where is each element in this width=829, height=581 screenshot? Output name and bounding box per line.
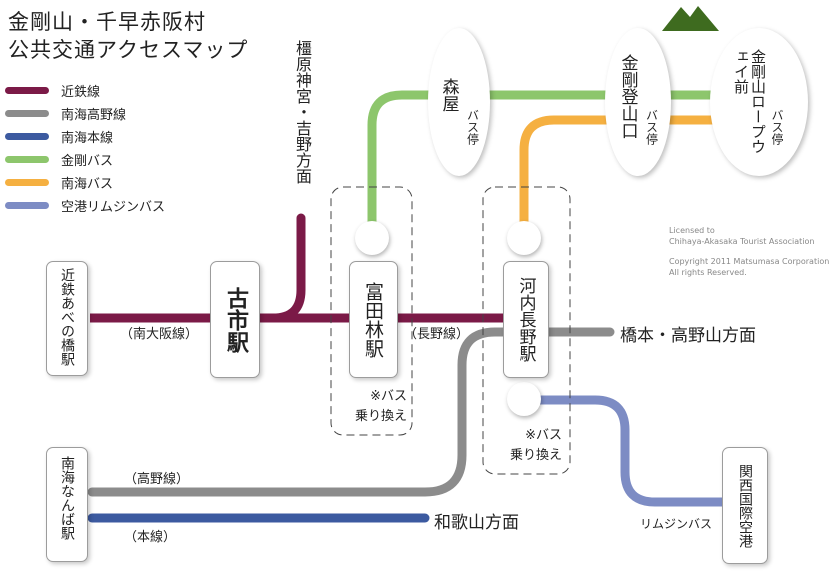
kawachinagano-transfer-note: ※バス 乗り換え bbox=[509, 428, 562, 463]
legend-swatch bbox=[5, 201, 49, 209]
kongo-tozanguchi-bus-stop[interactable]: 金剛登山口 バス停 bbox=[605, 28, 671, 176]
copyright-licensed-to: Licensed to bbox=[669, 226, 715, 235]
legend-swatch bbox=[5, 132, 49, 140]
map-title: 金剛山・千早赤阪村 公共交通アクセスマップ bbox=[8, 8, 248, 64]
kawachinagano-bus-transfer-stop[interactable] bbox=[507, 221, 541, 255]
map-title-line1: 金剛山・千早赤阪村 bbox=[8, 10, 206, 34]
label-koya-line: （高野線） bbox=[124, 472, 190, 487]
station-tondabayashi-label: 富田林駅 bbox=[362, 281, 384, 358]
station-namba-label: 南海なんば駅 bbox=[59, 456, 75, 540]
legend-label: 南海バス bbox=[61, 176, 114, 192]
legend-label: 空港リムジンバス bbox=[61, 199, 166, 215]
station-abenobashi[interactable]: 近鉄あべの橋駅 bbox=[46, 261, 88, 376]
tondabayashi-transfer-outline bbox=[330, 186, 413, 436]
moriya-stop-name: 森屋 bbox=[438, 78, 459, 112]
station-namba[interactable]: 南海なんば駅 bbox=[46, 447, 88, 562]
label-honsen-line: （本線） bbox=[124, 530, 177, 545]
station-furuichi-label: 古市駅 bbox=[223, 286, 248, 353]
nankai-bus-line bbox=[519, 115, 745, 227]
legend-item-nankai-main: 南海本線 bbox=[5, 125, 113, 147]
legend-item-limousine: 空港リムジンバス bbox=[5, 194, 165, 216]
legend-item-kongo-bus: 金剛バス bbox=[5, 148, 113, 170]
legend-swatch bbox=[5, 109, 49, 117]
kawachinagano-transfer-outline bbox=[482, 186, 571, 475]
destination-kashihara: 橿原神宮・吉野方面 bbox=[293, 40, 312, 184]
legend-label: 南海本線 bbox=[61, 130, 114, 146]
legend-swatch bbox=[5, 155, 49, 163]
ropeway-stop-name: 金剛山ロープウェイ前 bbox=[732, 49, 767, 154]
legend-swatch bbox=[5, 86, 49, 94]
copyright-rights: All rights Reserved. bbox=[669, 268, 747, 277]
copyright-spacer bbox=[669, 247, 829, 256]
moriya-bus-stop[interactable]: 森屋 バス停 bbox=[428, 28, 490, 176]
copyright-association: Chihaya-Akasaka Tourist Association bbox=[669, 237, 815, 246]
legend-swatch bbox=[5, 178, 49, 186]
limousine-bus-line bbox=[535, 395, 727, 507]
label-nagano-line: （長野線） bbox=[404, 327, 470, 342]
kongo-bus-line bbox=[367, 90, 745, 227]
moriya-stop-sub: バス停 bbox=[465, 109, 480, 145]
station-abenobashi-label: 近鉄あべの橋駅 bbox=[59, 268, 75, 366]
station-kawachinagano-label: 河内長野駅 bbox=[515, 277, 536, 362]
legend-item-nankai-koya: 南海高野線 bbox=[5, 102, 126, 124]
legend-label: 近鉄線 bbox=[61, 84, 101, 100]
station-kawachinagano[interactable]: 河内長野駅 bbox=[503, 261, 549, 378]
destination-wakayama: 和歌山方面 bbox=[434, 513, 519, 533]
map-title-line2: 公共交通アクセスマップ bbox=[8, 38, 249, 62]
tondabayashi-transfer-note: ※バス 乗り換え bbox=[354, 389, 407, 424]
legend-item-nankai-bus: 南海バス bbox=[5, 171, 113, 193]
tondabayashi-bus-transfer-stop[interactable] bbox=[355, 221, 389, 255]
destination-hashimoto: 橋本・高野山方面 bbox=[620, 326, 756, 346]
ropeway-stop-sub: バス停 bbox=[770, 109, 784, 145]
station-kix[interactable]: 関西国際空港 bbox=[722, 447, 768, 564]
nankai-koya-line bbox=[87, 327, 615, 497]
station-furuichi[interactable]: 古市駅 bbox=[210, 261, 260, 378]
station-kix-label: 関西国際空港 bbox=[737, 463, 753, 548]
copyright-line: Copyright 2011 Matsumasa Corporation bbox=[669, 257, 829, 266]
kawachinagano-limousine-stop[interactable] bbox=[507, 382, 541, 416]
label-minami-osaka-line: （南大阪線） bbox=[120, 327, 199, 342]
kongo-tozanguchi-stop-name: 金剛登山口 bbox=[617, 53, 638, 139]
legend-label: 南海高野線 bbox=[61, 107, 127, 123]
copyright-block: Licensed to Chihaya-Akasaka Tourist Asso… bbox=[669, 225, 829, 278]
station-tondabayashi[interactable]: 富田林駅 bbox=[349, 261, 398, 378]
legend-item-kintetsu: 近鉄線 bbox=[5, 79, 100, 101]
ropeway-bus-stop[interactable]: 金剛山ロープウェイ前 バス停 bbox=[710, 28, 808, 176]
label-limousine-bus: リムジンバス bbox=[640, 517, 713, 531]
mountain-icon bbox=[662, 6, 719, 31]
kongo-tozanguchi-stop-sub: バス停 bbox=[644, 109, 659, 145]
kintetsu-branch-line bbox=[268, 213, 306, 323]
legend-label: 金剛バス bbox=[61, 153, 114, 169]
